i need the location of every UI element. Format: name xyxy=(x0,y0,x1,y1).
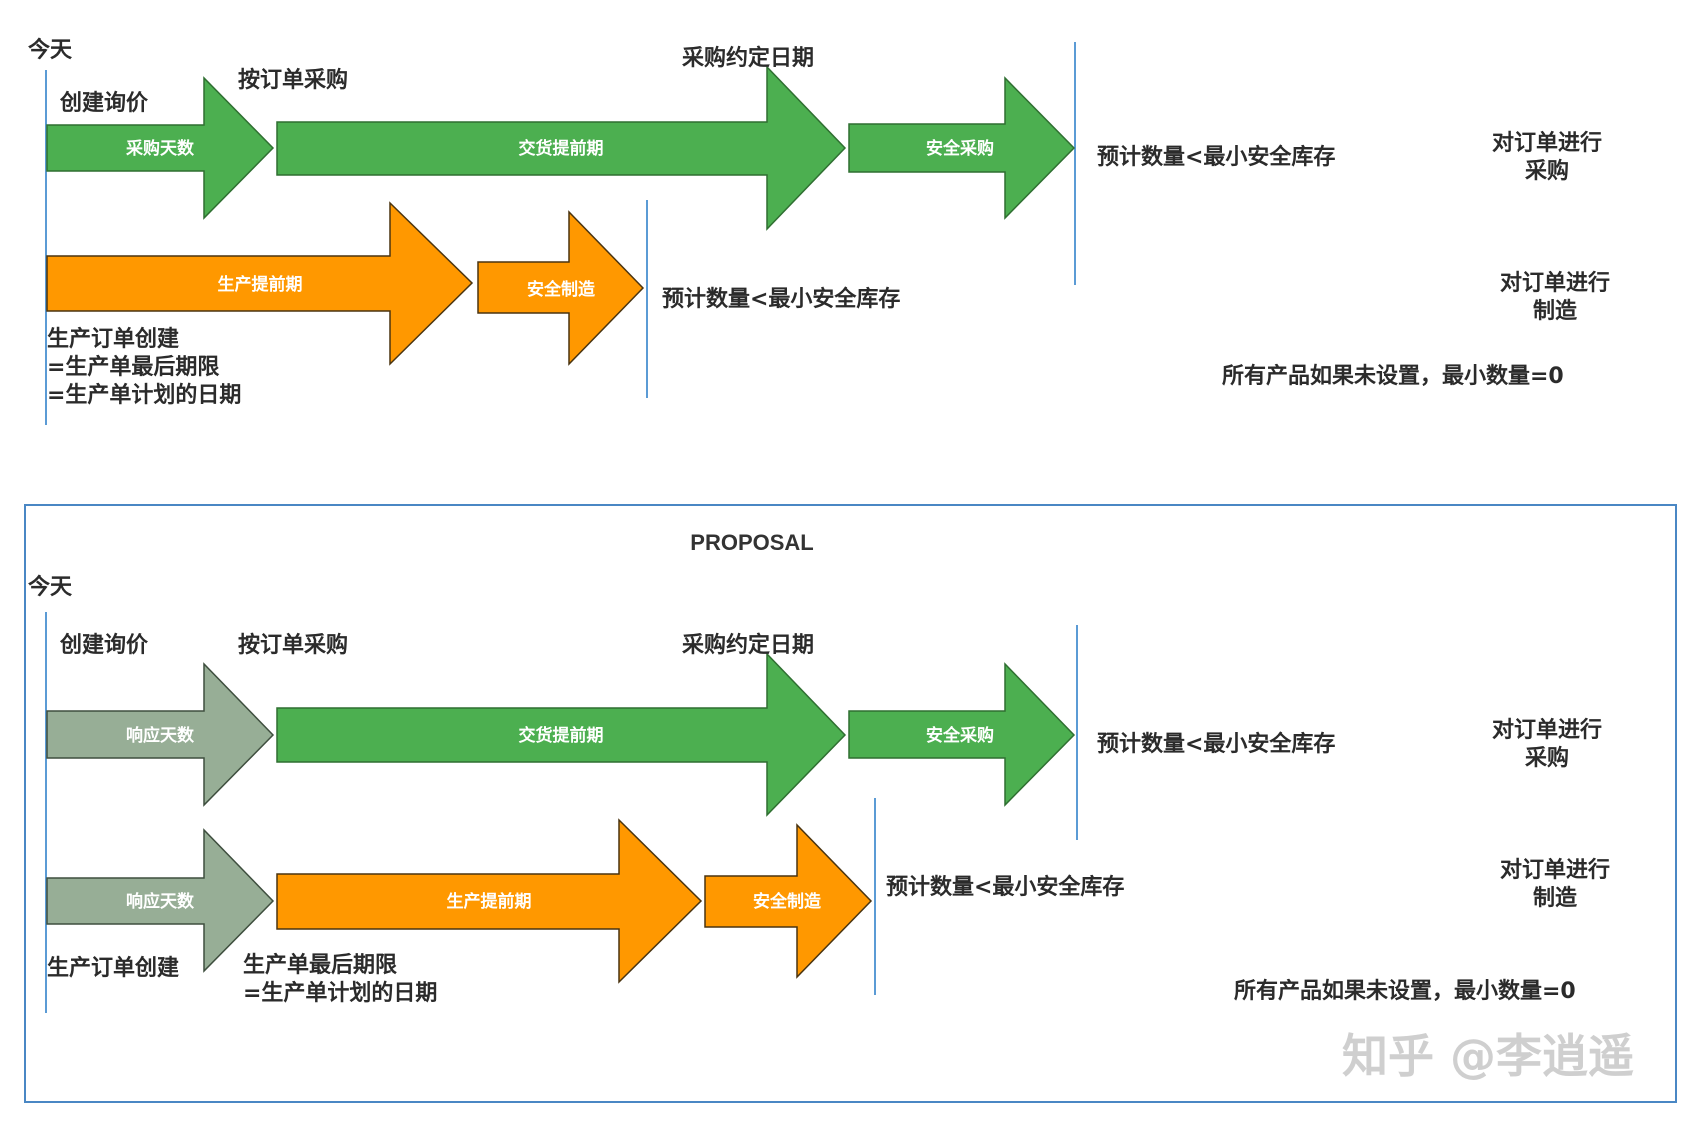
today-label: 今天 xyxy=(28,37,73,63)
arrow-delivery-lead: 交货提前期 xyxy=(276,652,847,817)
action-purchase-line2: 采购 xyxy=(1525,745,1569,771)
order-purchase-label: 按订单采购 xyxy=(238,632,348,658)
note-min-quantity: 所有产品如果未设置，最小数量=0 xyxy=(1234,978,1576,1004)
deadline-line1: 生产单最后期限 xyxy=(243,953,397,978)
deadline-line2: =生产单计划的日期 xyxy=(243,980,437,1006)
proposal-frame xyxy=(24,504,1677,1103)
action-manufacture-line2: 制造 xyxy=(1533,886,1577,911)
arrow-production-lead: 生产提前期 xyxy=(276,818,703,984)
action-manufacture-line2: 制造 xyxy=(1533,299,1577,324)
arrow-label: 响应天数 xyxy=(126,891,195,912)
arrow-label: 安全采购 xyxy=(926,725,994,746)
action-purchase-line1: 对订单进行 xyxy=(1492,717,1602,743)
create-inquiry-label: 创建询价 xyxy=(59,632,149,658)
action-purchase-line1: 对订单进行 xyxy=(1492,130,1602,156)
arrow-label: 生产提前期 xyxy=(447,891,532,912)
note-min-quantity: 所有产品如果未设置，最小数量=0 xyxy=(1222,363,1564,389)
create-inquiry-label: 创建询价 xyxy=(59,90,149,116)
forecast-purchase-label: 预计数量<最小安全库存 xyxy=(1097,731,1335,757)
arrow-delivery-lead: 交货提前期 xyxy=(276,65,847,231)
action-manufacture-line1: 对订单进行 xyxy=(1500,270,1610,296)
arrow-safety-manufacture: 安全制造 xyxy=(704,823,873,979)
forecast-manufacture-label: 预计数量<最小安全库存 xyxy=(662,286,900,312)
proposal-section: PROPOSAL 响应天数 交货提前期 安全采购 响应天数 生产提前期 xyxy=(24,504,1677,1103)
prod-order-line1: 生产订单创建 xyxy=(47,327,179,352)
forecast-purchase-label: 预计数量<最小安全库存 xyxy=(1097,144,1335,170)
arrow-purchase-days: 采购天数 xyxy=(46,76,275,220)
current-flow-section: 采购天数 交货提前期 安全采购 生产提前期 安全制造 今天 创建询价 按订单采购… xyxy=(28,37,1610,425)
arrow-label: 安全采购 xyxy=(926,138,994,159)
action-manufacture-line1: 对订单进行 xyxy=(1500,857,1610,883)
prod-order-line2: =生产单最后期限 xyxy=(47,355,219,380)
arrow-label: 安全制造 xyxy=(527,279,596,300)
arrow-safety-purchase: 安全采购 xyxy=(848,76,1076,220)
arrow-safety-manufacture: 安全制造 xyxy=(477,210,645,366)
arrow-production-lead: 生产提前期 xyxy=(46,201,474,366)
arrow-safety-purchase: 安全采购 xyxy=(848,662,1076,807)
arrow-label: 生产提前期 xyxy=(218,274,303,295)
watermark: 知乎 @李逍遥 xyxy=(1342,1029,1634,1083)
proposal-title: PROPOSAL xyxy=(690,530,813,555)
order-purchase-label: 按订单采购 xyxy=(238,67,348,93)
prod-order-line3: =生产单计划的日期 xyxy=(47,382,241,408)
today-label: 今天 xyxy=(28,574,73,600)
arrow-label: 采购天数 xyxy=(125,138,195,159)
agreed-date-label: 采购约定日期 xyxy=(682,632,814,658)
arrow-label: 交货提前期 xyxy=(519,725,604,746)
arrow-label: 响应天数 xyxy=(126,725,195,746)
arrow-response-days-manufacture: 响应天数 xyxy=(46,828,275,973)
arrow-label: 交货提前期 xyxy=(519,138,604,159)
agreed-date-label: 采购约定日期 xyxy=(682,45,814,71)
arrow-response-days-purchase: 响应天数 xyxy=(46,662,275,807)
arrow-label: 安全制造 xyxy=(753,891,822,912)
prod-order-create-label: 生产订单创建 xyxy=(47,956,179,981)
forecast-manufacture-label: 预计数量<最小安全库存 xyxy=(886,874,1124,900)
action-purchase-line2: 采购 xyxy=(1525,158,1569,184)
